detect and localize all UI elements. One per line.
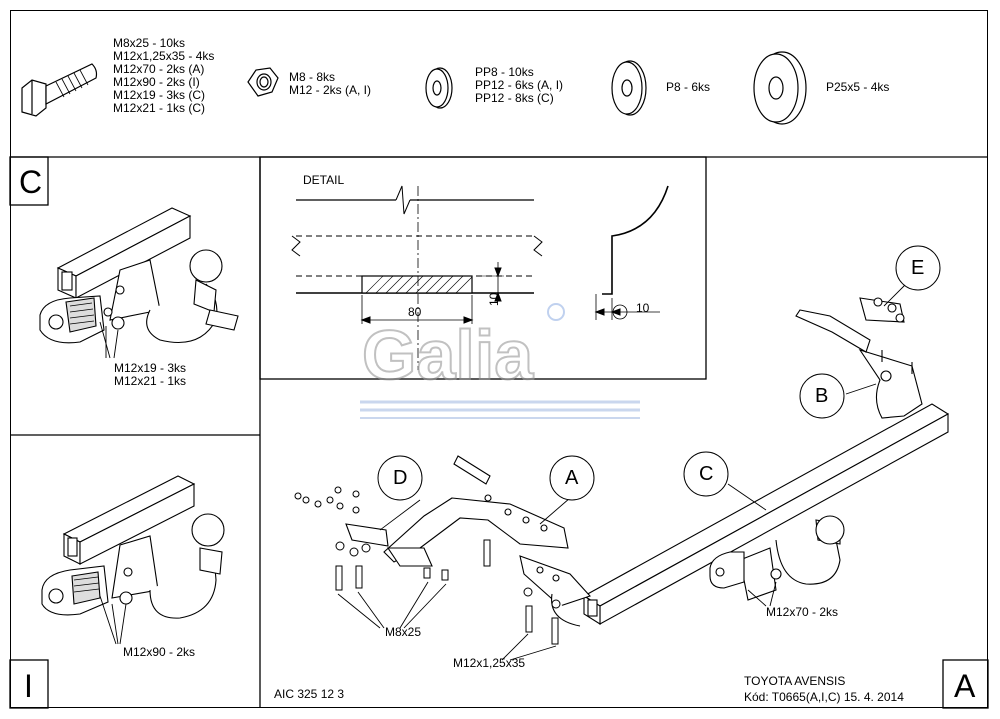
watermark: Galia <box>361 316 534 394</box>
drawing-frame <box>10 10 988 708</box>
detail-dim-10-vertical: 10 <box>487 292 501 306</box>
panel-a-letter: A <box>954 668 976 704</box>
callout-d <box>377 455 423 501</box>
washer-p25-label: P25x5 - 4ks <box>826 80 890 94</box>
panel-c-label: M12x21 - 1ks <box>114 374 187 388</box>
washer-pp-list: PP8 - 10ks PP12 - 6ks (A, I) PP12 - 8ks … <box>475 66 563 105</box>
callout-e-label: E <box>911 257 925 279</box>
callout-b <box>799 373 845 419</box>
part-code: AIC 325 12 3 <box>274 687 345 701</box>
callout-b-label: B <box>815 385 829 407</box>
galia-watermark <box>360 303 640 419</box>
detail-dim-80: 80 <box>408 305 422 319</box>
nut-line: M12 - 2ks (A, I) <box>289 83 372 97</box>
nut-list: M8 - 8ks M12 - 2ks (A, I) <box>289 71 371 97</box>
bolt-list: M8x25 - 10ks M12x1,25x35 - 4ks M12x70 - … <box>113 37 214 115</box>
detail-drawing <box>291 185 669 370</box>
panel-c-labels: M12x19 - 3ks M12x21 - 1ks <box>114 362 186 388</box>
callout-a <box>549 455 595 501</box>
nut-icon <box>247 67 279 97</box>
washer-p25-icon <box>753 51 807 125</box>
washer-line: PP12 - 6ks (A, I) <box>475 78 564 92</box>
kod-date: Kód: T0665(A,I,C) 15. 4. 2014 <box>744 690 904 704</box>
panel-c-label: M12x19 - 3ks <box>114 361 187 375</box>
bolt-line: M12x70 - 2ks (A) <box>113 62 205 76</box>
washer-pp-icon <box>425 67 453 109</box>
panel-c-letter: C <box>19 164 43 200</box>
label-m12x70: M12x70 - 2ks <box>766 605 839 619</box>
bolt-line: M12x19 - 3ks (C) <box>113 88 206 102</box>
detail-title: DETAIL <box>303 173 345 187</box>
panel-i-letter: I <box>24 668 33 704</box>
callout-a-label: A <box>565 467 579 489</box>
detail-dim-10-horizontal: 10 <box>636 301 650 315</box>
label-m12x1-25x35: M12x1,25x35 <box>453 656 526 670</box>
washer-p8-icon <box>611 60 647 116</box>
callout-c-label: C <box>699 463 714 485</box>
washer-line: PP8 - 10ks <box>475 65 534 79</box>
washer-p8-label: P8 - 6ks <box>666 80 711 94</box>
callout-e <box>895 245 941 291</box>
nut-line: M8 - 8ks <box>289 70 336 84</box>
bolt-line: M8x25 - 10ks <box>113 36 186 50</box>
vehicle-model: TOYOTA AVENSIS <box>744 674 846 688</box>
panel-c-drawing <box>39 207 239 344</box>
bolt-line: M12x21 - 1ks (C) <box>113 101 206 115</box>
bolt-line: M12x1,25x35 - 4ks <box>113 49 215 63</box>
panel-i-label: M12x90 - 2ks <box>123 645 196 659</box>
washer-line: PP12 - 8ks (C) <box>475 91 554 105</box>
callout-c <box>683 451 729 497</box>
callout-d-label: D <box>393 467 408 489</box>
bolt-line: M12x90 - 2ks (I) <box>113 75 200 89</box>
loose-bolts <box>294 486 561 645</box>
label-m8x25: M8x25 <box>385 625 422 639</box>
bolt-icon <box>21 63 98 117</box>
panel-i-drawing <box>41 475 225 619</box>
